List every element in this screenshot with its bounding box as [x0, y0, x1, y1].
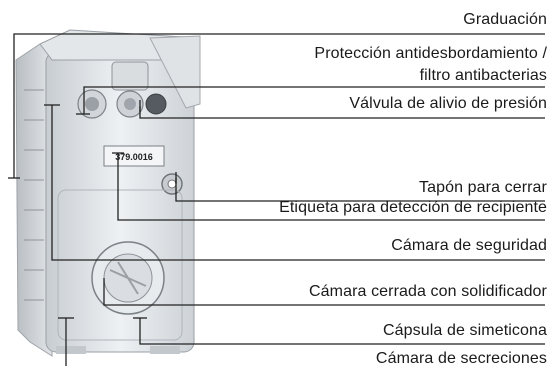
- product-label-text: 379.0016: [115, 152, 153, 162]
- leader-graduacion: [13, 33, 545, 178]
- label-camara-seguridad: Cámara de seguridad: [391, 237, 547, 254]
- leader-tapon: [175, 178, 545, 202]
- label-tapon: Tapón para cerrar: [419, 179, 547, 196]
- container-rim: [149, 35, 201, 109]
- label-camara-cerrada: Cámara cerrada con solidificador: [309, 283, 547, 300]
- label-graduacion: Graduación: [463, 11, 547, 28]
- product-label: [103, 145, 165, 167]
- container-illustration: 379.0016: [15, 29, 201, 357]
- label-etiqueta: Etiqueta para detección de recipiente: [279, 199, 547, 216]
- label-proteccion-line2: filtro antibacterias: [419, 67, 547, 84]
- leader-lines: [8, 33, 545, 366]
- container-foot-right: [150, 346, 180, 354]
- leader-camara-cerrada: [103, 278, 545, 306]
- container-foot-left: [56, 346, 86, 354]
- port-cap: [145, 93, 167, 115]
- label-valvula: Válvula de alivio de presión: [349, 95, 547, 112]
- graduation-marks: [24, 89, 44, 301]
- leader-proteccion: [83, 86, 545, 114]
- label-proteccion-line1: Protección antidesbordamiento /: [314, 45, 547, 62]
- label-capsula: Cápsula de simeticona: [383, 322, 547, 339]
- leader-etiqueta: [117, 153, 545, 221]
- connector-block: [111, 61, 149, 91]
- security-chamber: [57, 189, 183, 341]
- leader-camara-seguridad: [51, 105, 545, 261]
- label-camara-secreciones: Cámara de secreciones: [375, 350, 547, 367]
- leader-capsula: [139, 318, 545, 345]
